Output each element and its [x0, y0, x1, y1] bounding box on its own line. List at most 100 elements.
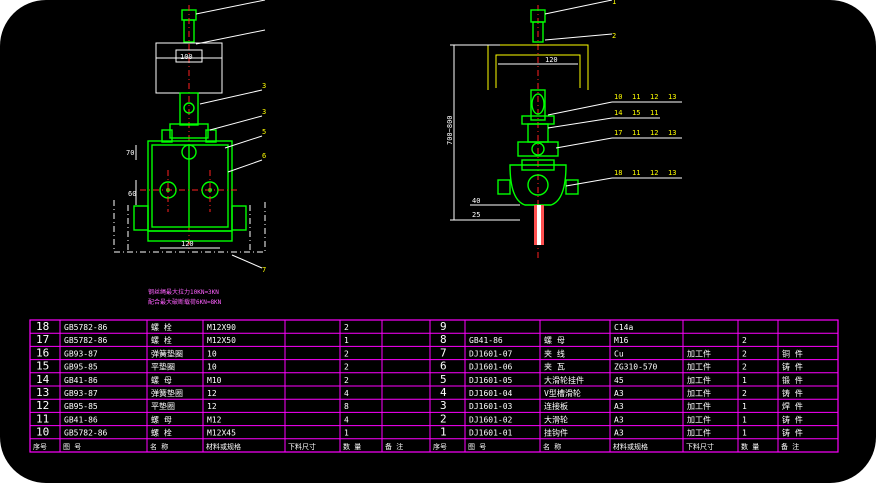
right-row-2-qty: 1 [742, 415, 747, 424]
right-row-4-note: 铸 件 [782, 388, 803, 398]
right-row-8-code: GB41-86 [469, 336, 503, 345]
right-row-7-cut: 加工件 [687, 348, 711, 358]
right-row-9-spec: C14a [614, 323, 633, 332]
left-row-10-spec: M12X45 [207, 429, 236, 438]
left-row-15-qty: 2 [344, 363, 349, 372]
left-row-11-name: 螺 母 [151, 414, 172, 424]
left-row-14-spec: M10 [207, 376, 222, 385]
left-row-13-no: 13 [36, 386, 49, 399]
right-row-2-note: 铸 件 [782, 414, 803, 424]
svg-text:13: 13 [668, 169, 676, 177]
left-row-17-spec: M12X50 [207, 336, 236, 345]
left-row-18-qty: 2 [344, 323, 349, 332]
left-row-17-no: 17 [36, 333, 49, 346]
right-row-5-no: 5 [440, 373, 447, 386]
left-row-11-no: 11 [36, 412, 49, 425]
right-row-3-note: 焊 件 [782, 401, 803, 411]
right-assembly-view: 120 700~800 40 25 1 2 10 [446, 0, 682, 260]
note-line-2: 配合最大破断载荷6KN≈8KN [148, 298, 222, 306]
right-row-6-qty: 2 [742, 363, 747, 372]
left-row-14-name: 螺 母 [151, 375, 172, 385]
left-row-16-code: GB93-87 [64, 349, 98, 358]
left-row-13-qty: 4 [344, 389, 349, 398]
right-row-4-code: DJ1601-04 [469, 389, 513, 398]
left-row-14-qty: 2 [344, 376, 349, 385]
right-row-5-cut: 加工件 [687, 375, 711, 385]
right-row-2-spec: A3 [614, 415, 624, 424]
dim-left-top: 100 [180, 53, 193, 61]
right-row-3-qty: 1 [742, 402, 747, 411]
right-row-4-name: V型槽滑轮 [544, 388, 581, 398]
footer-left-2: 名 称 [150, 442, 168, 451]
left-row-12-no: 12 [36, 399, 49, 412]
left-row-15-no: 15 [36, 360, 49, 373]
svg-text:13: 13 [668, 129, 676, 137]
svg-text:12: 12 [650, 93, 658, 101]
right-row-2-code: DJ1601-02 [469, 415, 513, 424]
right-row-1-spec: A3 [614, 429, 624, 438]
footer-right-6: 备 注 [781, 442, 799, 451]
left-row-13-name: 弹簧垫圈 [151, 388, 183, 398]
right-row-5-qty: 1 [742, 376, 747, 385]
right-row-1-no: 1 [440, 426, 447, 439]
right-row-4-cut: 加工件 [687, 388, 711, 398]
left-row-18-no: 18 [36, 320, 49, 333]
left-row-16-no: 16 [36, 346, 49, 359]
left-row-12-name: 平垫圈 [151, 401, 175, 411]
svg-text:11: 11 [632, 129, 640, 137]
right-callout-2: 2 [612, 32, 616, 40]
right-row-6-cut: 加工件 [687, 362, 711, 372]
footer-right-5: 数 量 [741, 442, 759, 451]
left-row-17-name: 螺 栓 [151, 335, 172, 345]
dim-right-a: 40 [472, 197, 480, 205]
right-row-6-spec: ZG310-570 [614, 363, 658, 372]
right-row-7-name: 夹 线 [544, 348, 565, 358]
right-row-5-spec: 45 [614, 376, 624, 385]
svg-text:12: 12 [650, 169, 658, 177]
right-row-3-code: DJ1601-03 [469, 402, 513, 411]
svg-text:18: 18 [614, 169, 622, 177]
right-row-8-name: 螺 母 [544, 335, 565, 345]
left-row-18-spec: M12X90 [207, 323, 236, 332]
right-row-9-no: 9 [440, 320, 447, 333]
right-row-6-name: 夹 瓦 [544, 362, 565, 372]
right-row-5-name: 大滑轮挂件 [544, 375, 584, 385]
left-row-16-spec: 10 [207, 349, 217, 358]
svg-text:13: 13 [668, 93, 676, 101]
footer-left-5: 数 量 [343, 442, 361, 451]
left-row-10-no: 10 [36, 426, 49, 439]
footer-right-1: 图 号 [468, 443, 486, 451]
right-row-2-no: 2 [440, 412, 447, 425]
footer-left-6: 备 注 [385, 442, 403, 451]
dim-right-vertical: 700~800 [446, 115, 454, 145]
left-row-17-qty: 1 [344, 336, 349, 345]
right-row-4-no: 4 [440, 386, 447, 399]
right-row-6-code: DJ1601-06 [469, 363, 513, 372]
svg-text:11: 11 [632, 169, 640, 177]
right-row-3-name: 连接板 [544, 401, 568, 411]
left-callout-2: 3 [262, 108, 266, 116]
left-row-15-spec: 10 [207, 363, 217, 372]
right-row-1-note: 铸 件 [782, 428, 803, 438]
dim-right-b: 25 [472, 211, 480, 219]
svg-text:14: 14 [614, 109, 622, 117]
right-row-3-cut: 加工件 [687, 401, 711, 411]
footer-right-0: 序号 [433, 442, 447, 451]
callout-row-1: 10 11 12 13 [614, 93, 676, 101]
left-assembly-view: 100 120 60 70 [113, 0, 266, 274]
svg-text:17: 17 [614, 129, 622, 137]
right-row-4-qty: 2 [742, 389, 747, 398]
left-row-14-no: 14 [36, 373, 50, 386]
note-line-1: 钢丝绳最大拉力10KN≈3KN [148, 288, 219, 296]
left-row-18-name: 螺 栓 [151, 322, 172, 332]
dim-right-top: 120 [545, 56, 558, 64]
right-row-5-code: DJ1601-05 [469, 376, 513, 385]
right-row-7-spec: Cu [614, 349, 624, 358]
callout-row-4: 18 11 12 13 [614, 169, 676, 177]
footer-left-3: 材料或规格 [206, 442, 241, 451]
svg-text:11: 11 [650, 109, 658, 117]
right-row-1-code: DJ1601-01 [469, 429, 513, 438]
left-row-15-name: 平垫圈 [151, 362, 175, 372]
